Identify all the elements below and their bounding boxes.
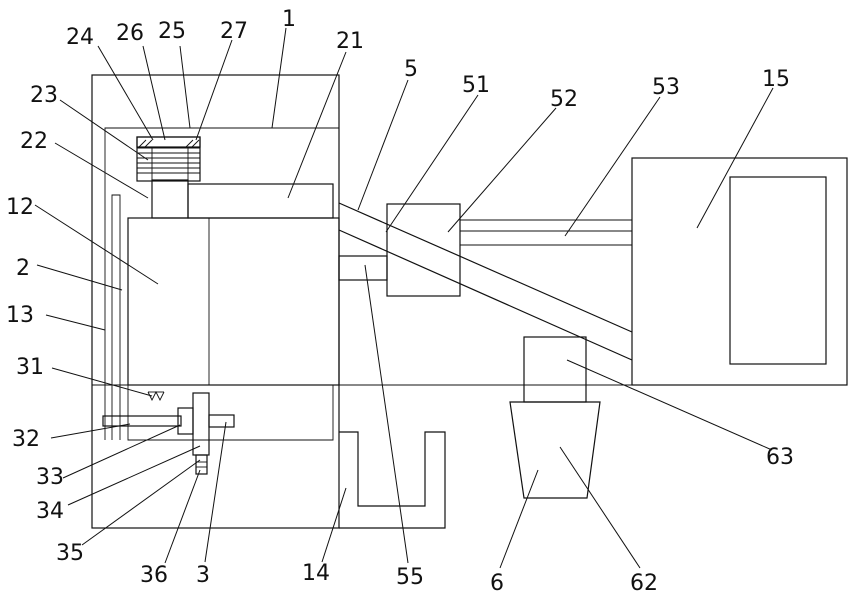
- label-2: 2: [16, 256, 30, 281]
- main-block-2: [128, 218, 339, 385]
- label-32: 32: [12, 427, 40, 452]
- label-63: 63: [766, 445, 794, 470]
- label-1: 1: [282, 7, 296, 32]
- leader-lines: [35, 28, 773, 568]
- spring-coils-23: [137, 148, 200, 180]
- plate-3: [193, 393, 209, 455]
- block-52: [387, 204, 460, 296]
- label-62: 62: [630, 571, 658, 596]
- plate-21: [188, 184, 333, 218]
- label-12: 12: [6, 195, 34, 220]
- window-15: [730, 177, 826, 364]
- label-14: 14: [302, 561, 330, 586]
- label-13: 13: [6, 303, 34, 328]
- bucket-62: [510, 402, 600, 498]
- cap-hatch: [139, 140, 199, 147]
- pin-35: [196, 455, 207, 474]
- label-27: 27: [220, 19, 248, 44]
- label-31: 31: [16, 355, 44, 380]
- label-36: 36: [140, 563, 168, 588]
- label-5: 5: [404, 57, 418, 82]
- label-15: 15: [762, 67, 790, 92]
- label-55: 55: [396, 565, 424, 590]
- chute-5-top: [339, 203, 632, 332]
- block-55: [339, 256, 387, 280]
- box-15: [632, 158, 847, 385]
- housing-inner-wall: [105, 128, 339, 440]
- lower-box: [128, 385, 333, 440]
- guide-rail-13: [112, 195, 120, 440]
- label-24: 24: [66, 25, 94, 50]
- label-3: 3: [196, 563, 210, 588]
- chute-5-bottom: [339, 230, 632, 360]
- tab-3: [209, 415, 234, 427]
- bar-32: [103, 416, 181, 426]
- label-33: 33: [36, 465, 64, 490]
- label-23: 23: [30, 83, 58, 108]
- label-21: 21: [336, 29, 364, 54]
- slider-33: [178, 408, 193, 434]
- shaft-22: [152, 180, 188, 218]
- u-channel-14: [339, 432, 445, 528]
- label-25: 25: [158, 19, 186, 44]
- label-22: 22: [20, 129, 48, 154]
- label-34: 34: [36, 499, 64, 524]
- label-52: 52: [550, 87, 578, 112]
- label-35: 35: [56, 541, 84, 566]
- housing-1: [92, 75, 339, 528]
- label-6: 6: [490, 571, 504, 596]
- label-53: 53: [652, 75, 680, 100]
- label-51: 51: [462, 73, 490, 98]
- block-63: [524, 337, 586, 402]
- label-26: 26: [116, 21, 144, 46]
